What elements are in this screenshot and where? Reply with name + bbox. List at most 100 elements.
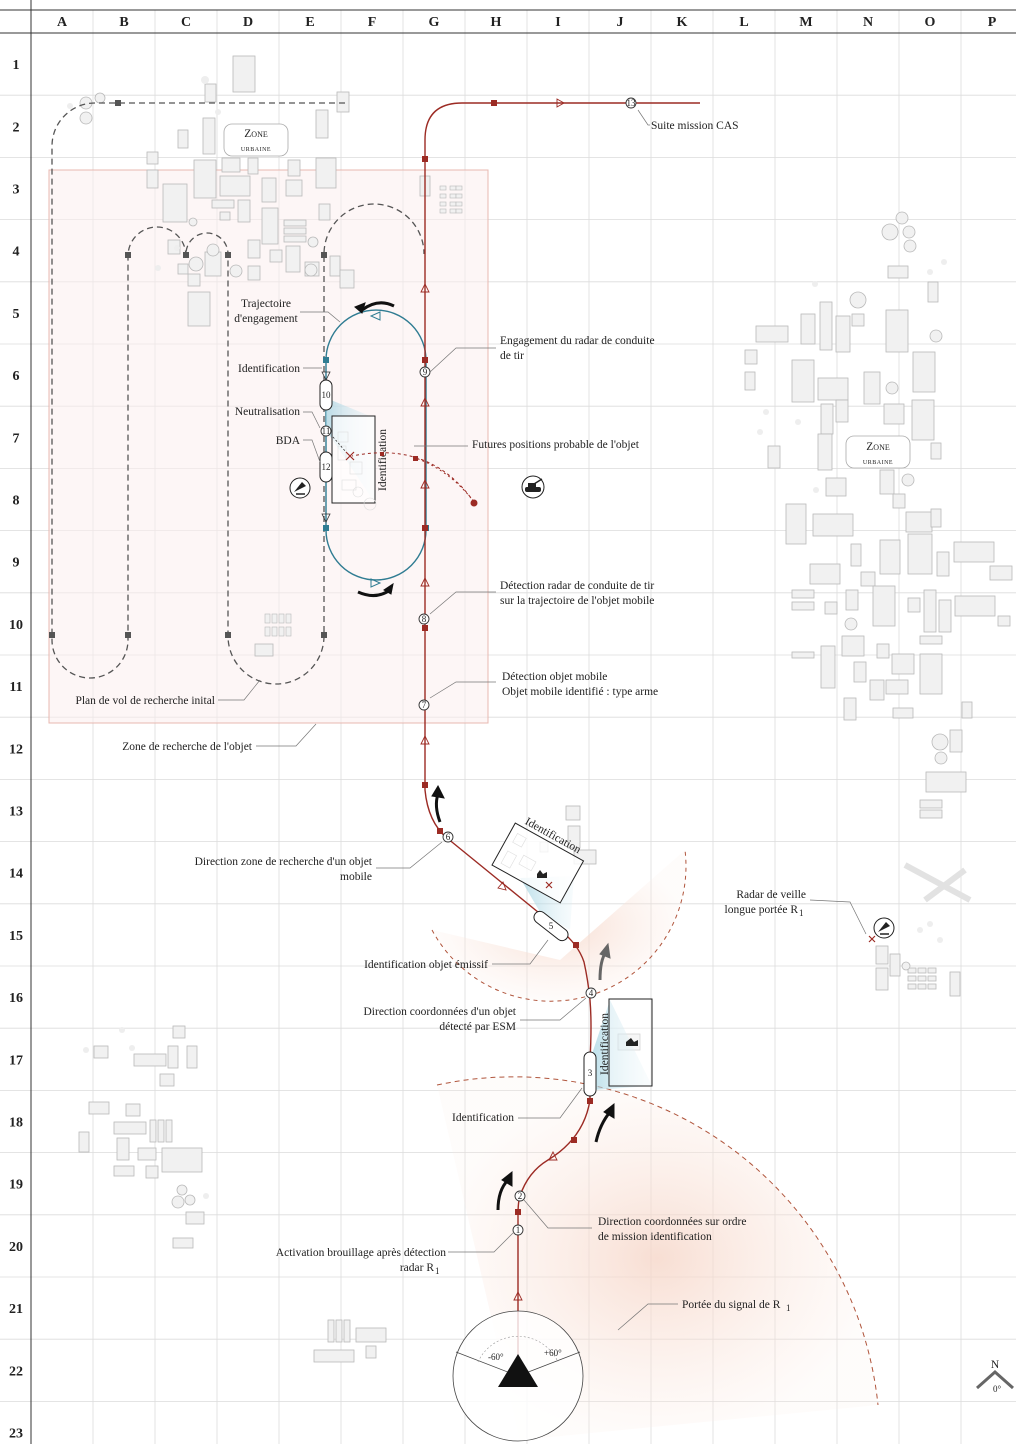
step-7: 7 [418, 699, 430, 711]
row-label: 12 [9, 742, 23, 757]
svg-text:1: 1 [516, 1225, 521, 1235]
label-radar-veille-sub: 1 [799, 908, 804, 918]
label-zone-recherche: Zone de recherche de l'objet [122, 741, 253, 753]
label-activation-sub: 1 [435, 1266, 440, 1276]
row-label: 1 [13, 58, 20, 73]
gauge-left-label: -60° [488, 1352, 504, 1362]
label-direction-esm-1: Direction coordonnées d'un objet [364, 1006, 517, 1018]
row-label: 18 [9, 1116, 23, 1131]
column-label: M [799, 15, 812, 30]
step-11: 11 [320, 425, 332, 437]
buildings-urban-east [744, 211, 1013, 997]
zone-urbaine-west-badge: Zone urbaine [223, 123, 289, 157]
buildings-urban-west [67, 55, 463, 657]
step-8: 8 [418, 613, 430, 625]
label-direction-ordre-1: Direction coordonnées sur ordre [598, 1216, 747, 1228]
svg-text:7: 7 [422, 700, 427, 710]
label-suite-cas: Suite mission CAS [651, 120, 739, 132]
row-label: 16 [9, 991, 23, 1006]
gauge-right-label: +60° [544, 1348, 562, 1358]
row-label: 3 [13, 183, 20, 198]
label-plan-vol: Plan de vol de recherche inital [75, 695, 215, 707]
row-label: 22 [9, 1364, 23, 1379]
svg-text:11: 11 [322, 426, 331, 436]
step-13: 13 [625, 97, 637, 109]
step-2: 2 [514, 1190, 526, 1202]
label-direction-zone-2: mobile [340, 871, 372, 883]
annotations: Suite mission CAS Trajectoire d'engageme… [75, 120, 806, 1313]
ident-box-top-label: Identification [377, 429, 389, 491]
row-label: 11 [9, 680, 22, 695]
label-activation-2: radar R [400, 1262, 434, 1274]
svg-text:2: 2 [518, 1191, 523, 1201]
step-9: 9 [419, 366, 431, 378]
row-label: 7 [13, 431, 20, 446]
step-4: 4 [585, 987, 597, 999]
row-label: 17 [9, 1053, 23, 1068]
row-label: 9 [13, 556, 20, 571]
svg-text:12: 12 [322, 462, 331, 472]
column-label: P [988, 15, 997, 30]
column-label: N [863, 15, 873, 30]
label-futures: Futures positions probable de l'objet [472, 439, 640, 451]
label-detection-objet-1: Détection objet mobile [502, 671, 607, 683]
row-label: 10 [9, 618, 23, 633]
label-detection-radar-1: Détection radar de conduite de tir [500, 580, 654, 592]
column-label: K [677, 15, 688, 30]
label-portee: Portée du signal de R [682, 1299, 781, 1311]
pill-10: 10 [319, 379, 333, 411]
zone-east-label-2: urbaine [863, 456, 893, 466]
radar-icon-west [289, 477, 311, 499]
row-label: 20 [9, 1240, 23, 1255]
future-positions-path [332, 436, 478, 507]
row-label: 23 [9, 1427, 23, 1442]
label-trajectoire-1: Trajectoire [241, 298, 291, 310]
column-label: D [243, 15, 253, 30]
row-label: 19 [9, 1178, 23, 1193]
label-neutralisation: Neutralisation [235, 406, 300, 418]
label-direction-ordre-2: de mission identification [598, 1231, 712, 1243]
zone-west-label-1: Zone [244, 128, 268, 140]
start-platform: -60° +60° [452, 1310, 584, 1442]
north-value: 0° [993, 1384, 1002, 1394]
label-activation-1: Activation brouillage après détection [276, 1247, 446, 1259]
row-label: 13 [9, 805, 23, 820]
label-engagement-1: Engagement du radar de conduite [500, 335, 655, 347]
label-direction-esm-2: détecté par ESM [439, 1021, 516, 1033]
label-detection-radar-2: sur la trajectoire de l'objet mobile [500, 595, 654, 607]
row-label: 4 [13, 245, 20, 260]
radar-icon-east [868, 917, 895, 943]
zone-urbaine-east-badge: Zone urbaine [845, 435, 911, 469]
north-label: N [991, 1359, 1000, 1371]
row-label: 2 [13, 120, 20, 135]
label-direction-zone-1: Direction zone de recherche d'un objet [195, 856, 373, 868]
label-bda: BDA [276, 435, 301, 447]
svg-text:10: 10 [322, 390, 332, 400]
north-indicator: N 0° [976, 1359, 1014, 1394]
label-radar-veille-1: Radar de veille [736, 889, 806, 901]
column-label: C [181, 15, 191, 30]
label-identification-left: Identification [238, 363, 300, 375]
leader-lines [218, 109, 867, 1331]
direction-arrows [354, 301, 615, 1211]
row-label: 5 [13, 307, 20, 322]
column-label: B [119, 15, 128, 30]
column-label: J [617, 15, 624, 30]
row-label: 14 [9, 867, 23, 882]
svg-text:13: 13 [627, 98, 637, 108]
svg-text:3: 3 [588, 1068, 593, 1078]
row-label: 15 [9, 929, 23, 944]
tank-icon [521, 475, 545, 499]
svg-text:4: 4 [589, 988, 594, 998]
column-label: L [739, 15, 748, 30]
column-label: G [429, 15, 440, 30]
column-label: A [57, 15, 68, 30]
label-trajectoire-2: d'engagement [234, 313, 298, 325]
row-label: 21 [9, 1302, 23, 1317]
label-identification-emissif: Identification objet émissif [364, 959, 488, 971]
column-label: E [305, 15, 314, 30]
identification-box-low: Identification [590, 998, 653, 1090]
row-label: 6 [13, 369, 20, 384]
column-label: F [368, 15, 377, 30]
